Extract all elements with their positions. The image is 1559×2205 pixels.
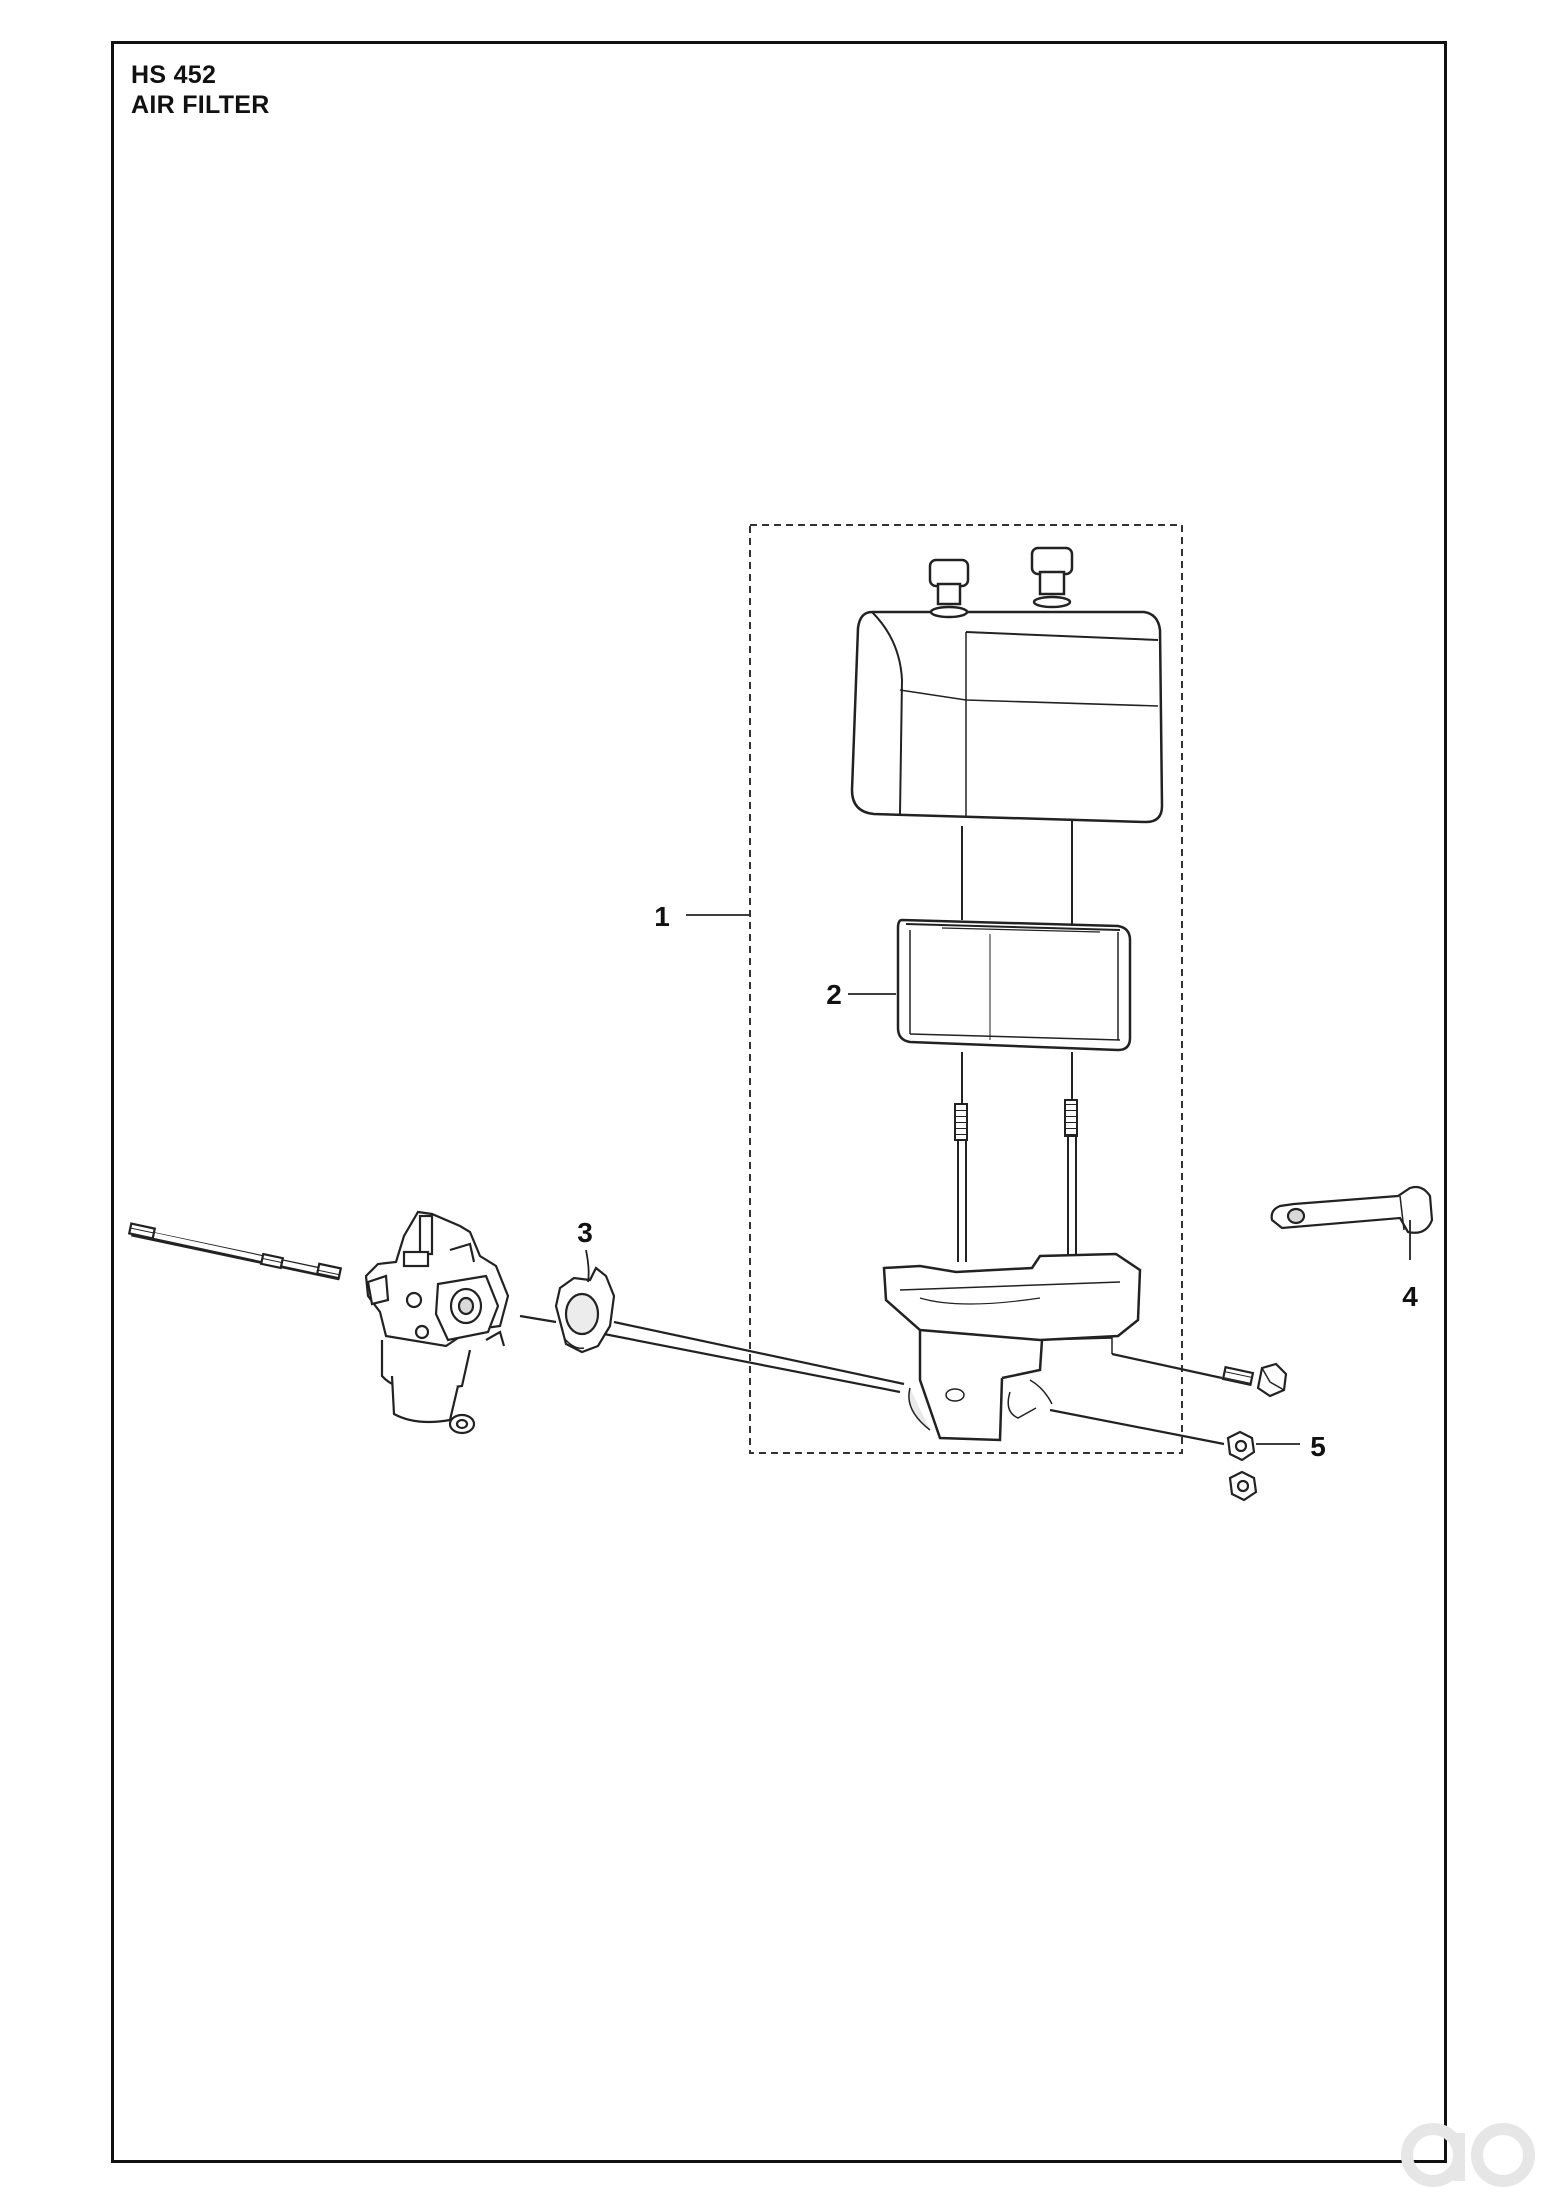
bolt[interactable] [1111,1352,1288,1398]
assembly-line [519,1314,905,1394]
page-header: HS 452 AIR FILTER [131,60,270,120]
leader-lines [585,914,1411,1445]
filter-element[interactable] [896,918,1132,1052]
callout-2: 2 [826,979,842,1010]
callout-5: 5 [1310,1431,1326,1462]
section-title: AIR FILTER [131,91,270,119]
alignment-lines [961,820,1073,1104]
breather-tube[interactable] [1270,1185,1434,1234]
callout-3: 3 [577,1217,593,1248]
watermark-logo [1401,2123,1535,2187]
gasket[interactable] [554,1266,616,1354]
assembly-boundary [749,524,1183,1454]
carburetor[interactable] [127,1210,510,1435]
callout-labels: 1 2 3 4 5 [577,901,1418,1462]
model-title: HS 452 [131,61,217,89]
air-filter-cover[interactable] [850,546,1164,824]
page-frame [111,41,1447,2163]
callout-4: 4 [1402,1281,1418,1312]
callout-1: 1 [654,901,670,932]
air-filter-base[interactable] [882,1252,1142,1442]
nuts[interactable] [1049,1408,1258,1502]
threaded-studs [954,1099,1078,1262]
